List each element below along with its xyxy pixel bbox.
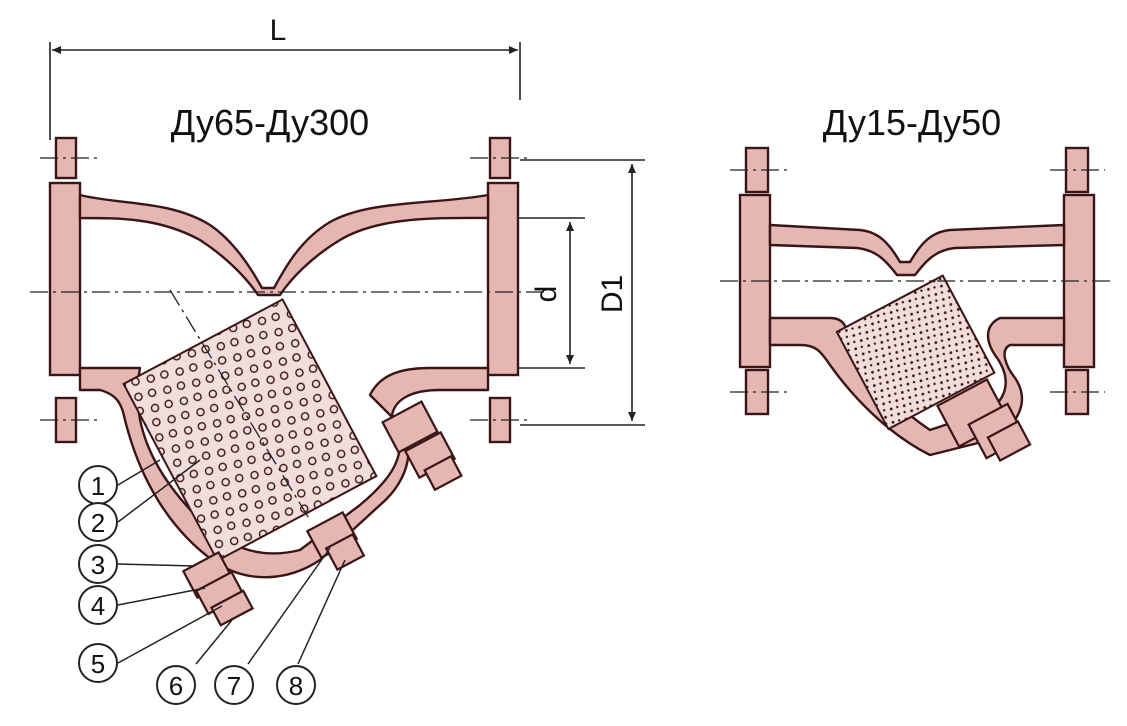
callout-6: 6 xyxy=(156,665,196,705)
small-strainer-screen xyxy=(835,274,996,431)
large-view-title: Ду65-Ду300 xyxy=(171,102,369,143)
small-body-upper-wall xyxy=(768,223,1066,277)
svg-text:5: 5 xyxy=(91,649,105,679)
callout-1: 1 xyxy=(78,465,118,505)
screen-axis xyxy=(169,289,311,521)
left-flange xyxy=(40,136,100,444)
bore-label: d xyxy=(530,286,563,303)
flange-diameter-label: D1 xyxy=(596,275,629,313)
small-view-title: Ду15-Ду50 xyxy=(823,102,1001,143)
svg-text:1: 1 xyxy=(91,471,105,501)
right-flange xyxy=(470,136,530,444)
body-upper-wall xyxy=(78,193,490,297)
callout-5: 5 xyxy=(78,643,118,683)
length-label: L xyxy=(270,14,287,47)
svg-text:3: 3 xyxy=(91,550,105,580)
svg-text:2: 2 xyxy=(91,508,105,538)
part-callouts: 1 2 3 4 5 6 7 xyxy=(78,459,346,705)
svg-text:4: 4 xyxy=(91,591,105,621)
strainer-screen xyxy=(122,298,378,562)
bore-dimension: d xyxy=(518,217,585,369)
svg-text:7: 7 xyxy=(227,671,241,701)
drain-plug-assembly xyxy=(181,550,255,627)
small-right-flange xyxy=(1050,146,1105,416)
callout-4: 4 xyxy=(78,585,118,625)
right-bolt-assembly xyxy=(381,400,463,492)
callout-7: 7 xyxy=(214,665,254,705)
callout-2: 2 xyxy=(78,502,118,542)
callout-3: 3 xyxy=(78,544,118,584)
cover-bolt-assembly xyxy=(305,510,366,572)
svg-text:6: 6 xyxy=(169,671,183,701)
large-strainer-view: L Ду65-Ду300 xyxy=(30,14,645,705)
small-strainer-view: Ду15-Ду50 xyxy=(720,102,1115,462)
svg-text:8: 8 xyxy=(289,671,303,701)
length-dimension: L xyxy=(49,14,521,140)
small-end-cap xyxy=(935,378,1032,462)
flange-diameter-dimension: D1 xyxy=(520,159,645,426)
callout-8: 8 xyxy=(276,665,316,705)
